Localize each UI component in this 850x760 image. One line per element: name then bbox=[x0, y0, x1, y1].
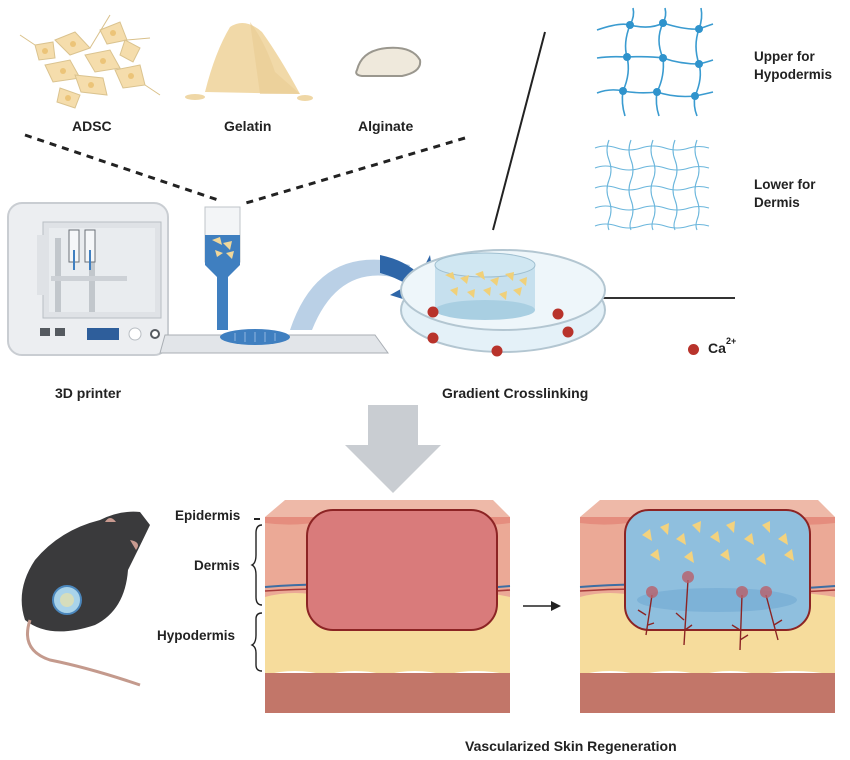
alginate-powder-illustration bbox=[355, 46, 422, 77]
petri-dish-illustration bbox=[400, 249, 606, 353]
calcium-label: Ca bbox=[708, 340, 726, 356]
alginate-label: Alginate bbox=[358, 118, 414, 134]
epidermis-tick bbox=[254, 518, 260, 520]
gelatin-label: Gelatin bbox=[224, 118, 272, 134]
gelatin-powder-illustration bbox=[185, 22, 313, 101]
dermis-label: Dermis bbox=[194, 558, 240, 573]
lower-network-label: Lower for Dermis bbox=[754, 176, 816, 212]
calcium-ion-dots bbox=[427, 306, 574, 357]
upper-network-label-line2: Hypodermis bbox=[754, 67, 833, 82]
mouse-illustration bbox=[21, 511, 150, 687]
adsc-label: ADSC bbox=[72, 118, 112, 134]
adsc-cells-illustration bbox=[19, 14, 161, 109]
layer-braces bbox=[250, 524, 263, 672]
down-arrow-icon bbox=[345, 405, 441, 493]
lower-network-label-line2: Dermis bbox=[754, 195, 800, 210]
3d-printer-illustration bbox=[7, 202, 169, 356]
calcium-dot-icon bbox=[688, 344, 699, 355]
loose-network-illustration bbox=[596, 7, 714, 117]
3d-printer-label: 3D printer bbox=[55, 385, 122, 401]
progression-arrow-icon bbox=[523, 601, 561, 611]
upper-network-label: Upper for Hypodermis bbox=[754, 48, 832, 84]
hypodermis-label: Hypodermis bbox=[157, 628, 236, 643]
lower-network-label-line1: Lower for bbox=[754, 177, 816, 192]
bioprinting-nozzle-illustration bbox=[159, 206, 389, 354]
gradient-crosslinking-label: Gradient Crosslinking bbox=[442, 385, 589, 401]
calcium-charge: 2+ bbox=[726, 336, 737, 346]
skin-regeneration-panel bbox=[579, 500, 836, 713]
epidermis-label: Epidermis bbox=[175, 508, 241, 523]
dense-network-illustration bbox=[594, 139, 710, 231]
skin-wound-panel bbox=[264, 500, 511, 713]
upper-network-label-line1: Upper for bbox=[754, 49, 815, 64]
vascularized-skin-regeneration-label: Vascularized Skin Regeneration bbox=[465, 738, 677, 754]
